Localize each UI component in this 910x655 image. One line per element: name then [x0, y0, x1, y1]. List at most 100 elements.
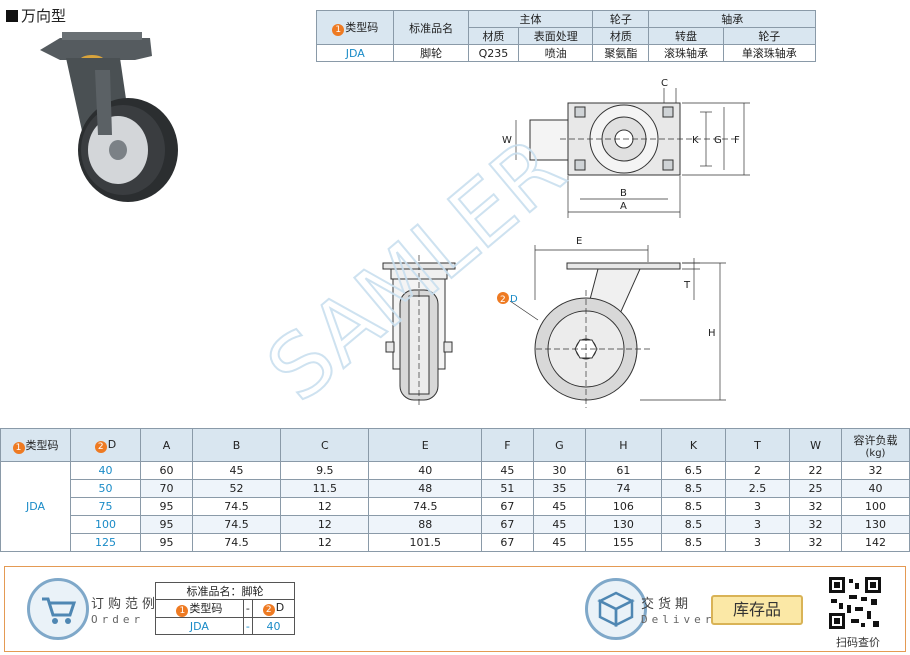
dims-header-a: A [140, 428, 193, 462]
table-cell: 75 [70, 497, 141, 516]
table-cell: 45 [191, 461, 282, 480]
dim-label-a: A [620, 201, 627, 212]
dim-label-c: C [661, 78, 668, 89]
table-cell: 50 [70, 479, 141, 498]
dim-label-k: K [692, 135, 699, 146]
page-title-text: 万向型 [21, 7, 67, 25]
dim-label-g: G [714, 135, 722, 146]
table-cell: 11.5 [280, 479, 370, 498]
order-label-en: Order [91, 613, 145, 626]
table-cell: 40 [70, 461, 141, 480]
dims-header-t: T [724, 428, 791, 462]
order-name-row: 标准品名：脚轮 [155, 582, 295, 600]
table-cell: 130 [584, 515, 662, 534]
spec-header-turntable: 转盘 [648, 27, 724, 45]
num-2-badge [497, 292, 509, 304]
spec-header-name: 标准品名 [393, 10, 469, 45]
table-cell: 45 [532, 497, 586, 516]
dims-header-f: F [480, 428, 534, 462]
spec-header-wheel-material: 材质 [592, 27, 650, 45]
table-cell: 95 [140, 533, 193, 552]
table-cell: 22 [789, 461, 842, 480]
table-cell: 67 [480, 497, 534, 516]
order-dash: - [242, 599, 254, 618]
table-cell: 142 [841, 533, 910, 552]
qr-code-icon[interactable] [827, 575, 883, 631]
dims-header-e: E [368, 428, 482, 462]
table-cell: 35 [532, 479, 586, 498]
table-cell: 8.5 [660, 515, 726, 534]
dim-label-d-num: 2 [500, 295, 506, 305]
table-cell: 74.5 [191, 515, 282, 534]
table-cell: 70 [140, 479, 193, 498]
dims-header-load: 容许负载(kg) [841, 428, 910, 462]
table-cell: 67 [480, 515, 534, 534]
table-cell: 100 [70, 515, 141, 534]
table-cell: 3 [724, 497, 791, 516]
table-cell: 67 [480, 533, 534, 552]
order-label-cn: 订购范例 [91, 597, 160, 612]
table-cell: 101.5 [368, 533, 482, 552]
spec-surface-value: 喷油 [518, 44, 594, 62]
side-view [509, 245, 726, 408]
dim-label-f: F [734, 135, 740, 146]
table-cell: 45 [480, 461, 534, 480]
table-cell: 32 [789, 497, 842, 516]
spec-turntable-value: 滚珠轴承 [648, 44, 724, 62]
dims-header-k: K [660, 428, 726, 462]
dim-label-t: T [683, 280, 691, 291]
table-cell: 74.5 [191, 497, 282, 516]
dim-label-h: H [708, 328, 716, 339]
table-cell: 100 [841, 497, 910, 516]
dims-header-h: H [584, 428, 662, 462]
table-row: 50 70 52 11.5 48 51 35 74 8.5 2.5 25 40 [1, 479, 910, 498]
table-cell: 2 [724, 461, 791, 480]
qr-caption: 扫码查价 [836, 636, 880, 649]
spec-header-body: 主体 [467, 10, 594, 28]
table-cell: 3 [724, 533, 791, 552]
table-cell: 52 [191, 479, 282, 498]
table-cell: 40 [841, 479, 910, 498]
table-cell: 45 [532, 533, 586, 552]
dim-label-d: D [510, 294, 518, 305]
order-d-value: 40 [252, 617, 295, 635]
table-cell: 32 [789, 515, 842, 534]
order-type-value: JDA [155, 617, 244, 635]
dim-label-b: B [620, 188, 627, 199]
delivery-label-cn: 交货期 [641, 597, 693, 612]
dims-header-w: W [789, 428, 842, 462]
table-cell: 12 [280, 533, 370, 552]
spec-header-bearing: 轴承 [648, 10, 816, 28]
table-cell: 2.5 [724, 479, 791, 498]
table-cell: 8.5 [660, 533, 726, 552]
table-cell: 9.5 [280, 461, 370, 480]
table-cell: 48 [368, 479, 482, 498]
spec-wheel-bearing-value: 单滚珠轴承 [722, 44, 817, 62]
table-row: 100 95 74.5 12 88 67 45 130 8.5 3 32 130 [1, 515, 910, 534]
spec-name-value: 脚轮 [393, 44, 469, 62]
table-row: 125 95 74.5 12 101.5 67 45 155 8.5 3 32 … [1, 533, 910, 552]
spec-header-wheel: 轮子 [592, 10, 650, 28]
table-cell: 45 [532, 515, 586, 534]
spec-type-value: JDA [315, 44, 395, 62]
cart-icon [27, 578, 89, 640]
order-dash-value: - [242, 617, 254, 635]
spec-material-value: Q235 [467, 44, 520, 62]
table-cell: 74.5 [191, 533, 282, 552]
table-cell: 155 [584, 533, 662, 552]
table-cell: 25 [789, 479, 842, 498]
table-cell: 60 [140, 461, 193, 480]
delivery-box-icon [585, 578, 647, 640]
spec-header-material: 材质 [467, 27, 520, 45]
table-cell: 130 [841, 515, 910, 534]
table-cell: 95 [140, 497, 193, 516]
table-cell: 61 [584, 461, 662, 480]
dims-header-g: G [532, 428, 586, 462]
table-cell: 51 [480, 479, 534, 498]
